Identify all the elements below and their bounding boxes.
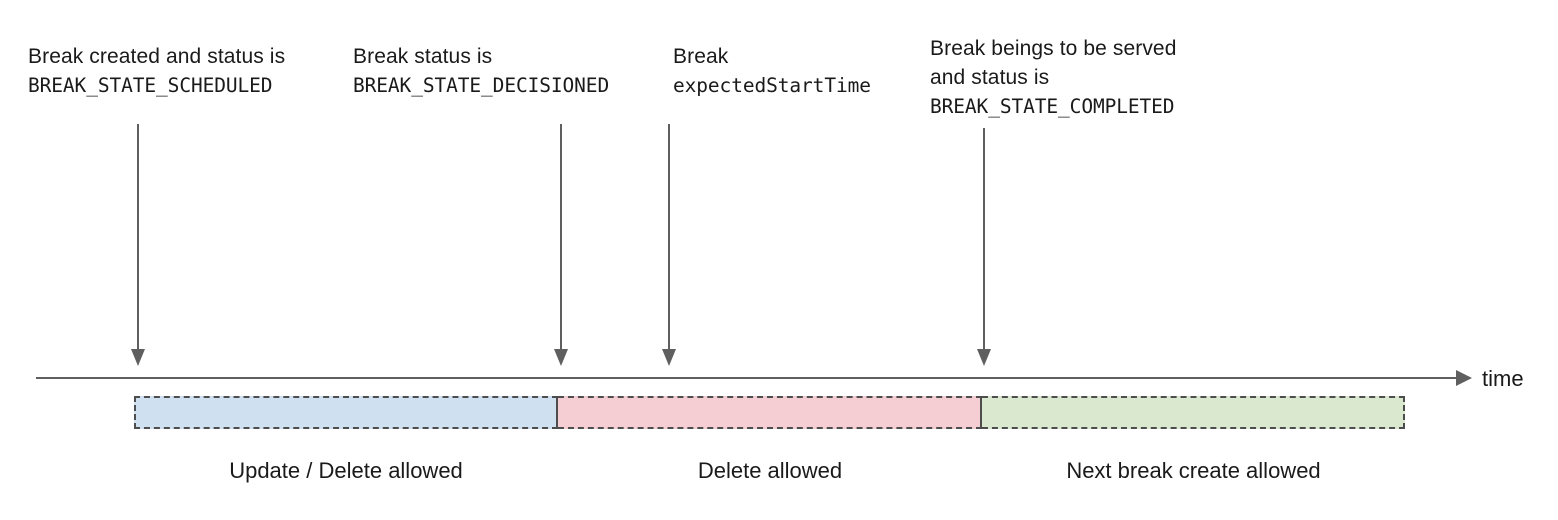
annotation-line: Break (673, 45, 729, 68)
annotation-break-completed: Break beings to be served and status is BR… (930, 34, 1176, 121)
pointer-arrow-break-decisioned (552, 124, 570, 366)
phase-bar-delete-allowed (556, 396, 982, 429)
time-axis-line (36, 377, 1458, 379)
time-axis (36, 370, 1472, 386)
time-axis-arrowhead-icon (1456, 370, 1472, 386)
pointer-arrow-break-completed (975, 128, 993, 366)
phase-caption-delete-allowed: Delete allowed (697, 458, 843, 483)
annotation-line: expectedStartTime (673, 74, 871, 97)
phase-bar-next-break-create-allowed (980, 396, 1405, 429)
arrow-shaft (137, 124, 139, 350)
time-axis-label: time (1482, 366, 1524, 391)
annotation-line: Break beings to be served (930, 37, 1177, 60)
annotation-line: BREAK_STATE_COMPLETED (930, 95, 1175, 118)
arrow-shaft (983, 128, 985, 350)
annotation-break-created: Break created and status is BREAK_STATE_S… (28, 42, 285, 100)
arrow-down-icon (131, 349, 145, 366)
phase-caption-next-break-create-allowed: Next break create allowed (1066, 458, 1321, 483)
annotation-line: BREAK_STATE_DECISIONED (353, 74, 610, 97)
arrow-shaft (560, 124, 562, 350)
arrow-shaft (668, 124, 670, 350)
annotation-line: BREAK_STATE_SCHEDULED (28, 74, 273, 97)
pointer-arrow-break-created (129, 124, 147, 366)
phase-caption-update-delete-allowed: Update / Delete allowed (229, 458, 463, 483)
pointer-arrow-break-expected-start-time (660, 124, 678, 366)
annotation-line: Break status is (353, 45, 493, 68)
annotation-break-decisioned: Break status is BREAK_STATE_DECISIONED (353, 42, 609, 100)
annotation-break-expected-start-time: Break expectedStartTime (673, 42, 871, 100)
arrow-down-icon (554, 349, 568, 366)
phase-boundary-divider (556, 400, 560, 425)
arrow-down-icon (977, 349, 991, 366)
arrow-down-icon (662, 349, 676, 366)
phase-bar-update-delete-allowed (134, 396, 558, 429)
annotation-line: and status is (930, 66, 1050, 89)
annotation-line: Break created and status is (28, 45, 286, 68)
phase-boundary-divider (980, 400, 984, 425)
